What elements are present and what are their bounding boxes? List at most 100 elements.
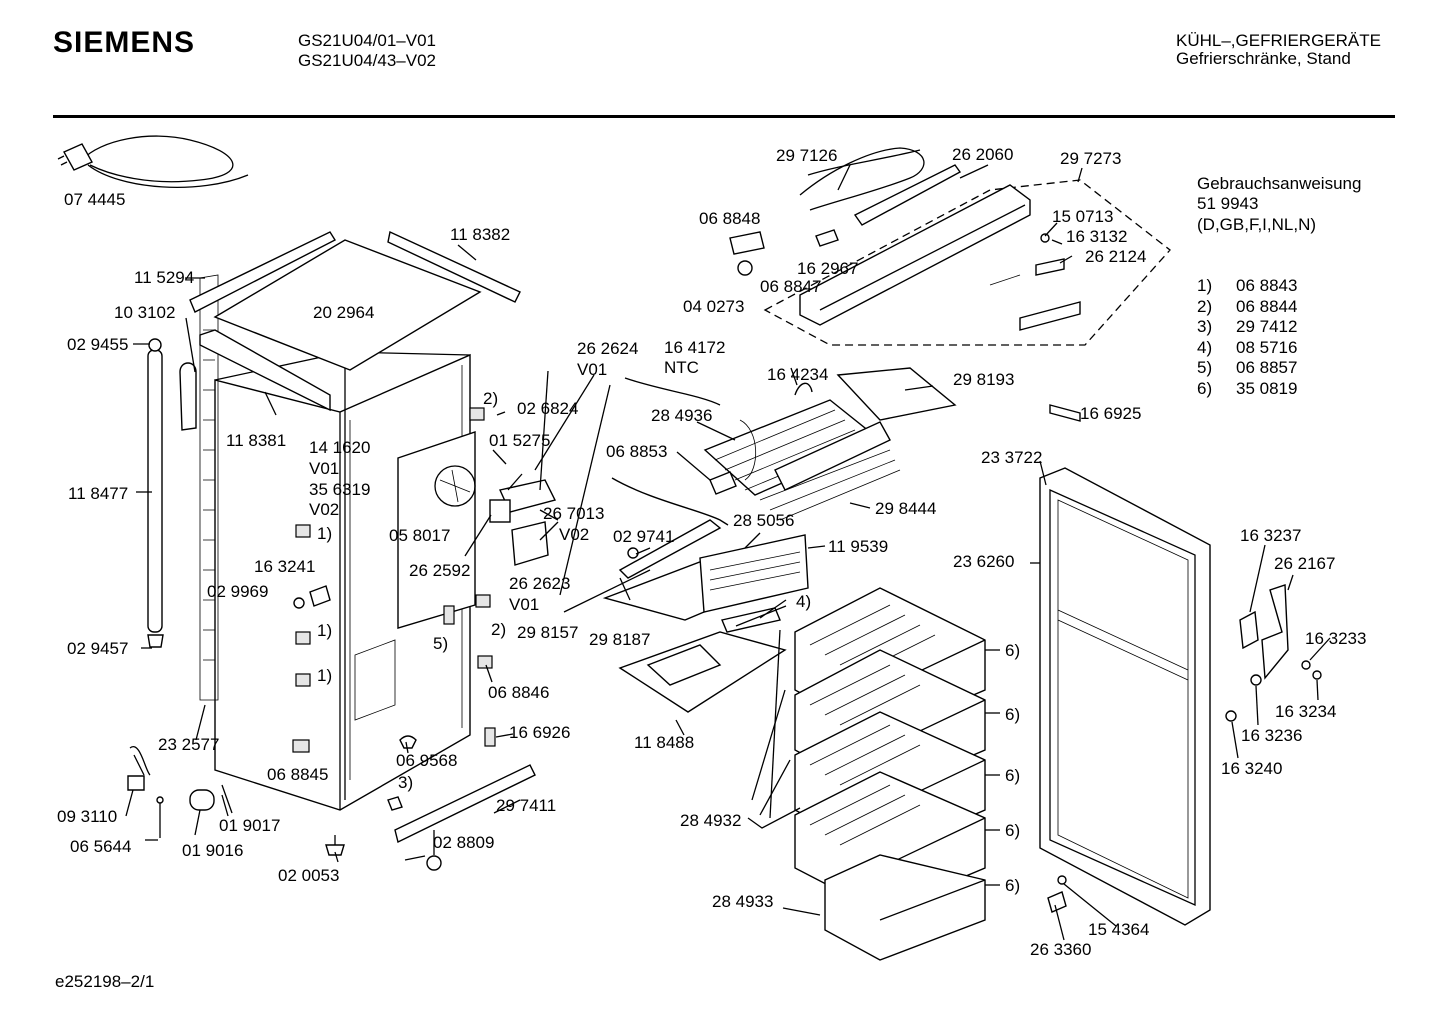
part-label: V01	[309, 459, 340, 478]
part-label: 23 3722	[981, 448, 1043, 467]
part-label: 16 3236	[1241, 726, 1303, 745]
part-label: 23 2577	[158, 735, 220, 754]
bottom-rail	[394, 764, 536, 871]
footnote-key: 3)	[1197, 317, 1213, 336]
part-label: 26 2167	[1274, 554, 1336, 573]
part-label: 09 3110	[57, 807, 118, 826]
part-label: 16 3234	[1275, 702, 1337, 721]
part-label: 16 6926	[509, 723, 571, 742]
part-label: 35 6319	[309, 480, 371, 499]
part-label: 06 8847	[760, 277, 822, 296]
part-label: 29 7126	[776, 146, 838, 165]
part-label: 16 3240	[1221, 759, 1283, 778]
part-label: 28 4933	[712, 892, 774, 911]
category-line-1: KÜHL–,GEFRIERGERÄTE	[1176, 31, 1381, 50]
hinge-parts	[1047, 584, 1322, 913]
part-label: 06 5644	[70, 837, 132, 856]
door-assembly	[1039, 404, 1211, 926]
part-label: 29 8193	[953, 370, 1015, 389]
part-label: 26 2060	[952, 145, 1014, 164]
part-label: V01	[509, 595, 540, 614]
model-line-1: GS21U04/01–V01	[298, 31, 436, 50]
part-label: 02 8809	[433, 833, 495, 852]
footnote-key: 4)	[1197, 338, 1213, 357]
footnote-ref: 6)	[1005, 705, 1021, 724]
part-label: 06 8845	[267, 765, 329, 784]
footnote-value: 06 8843	[1236, 276, 1298, 295]
manual-number: 51 9943	[1197, 194, 1259, 213]
part-label: 14 1620	[309, 438, 371, 457]
part-label: 04 0273	[683, 297, 745, 316]
part-label: 02 0053	[278, 866, 340, 885]
footnote-ref: 3)	[398, 773, 414, 792]
part-label: 26 2124	[1085, 247, 1147, 266]
part-label: 29 7411	[496, 796, 557, 815]
control-panel-group	[729, 147, 1171, 346]
part-label: V02	[559, 525, 590, 544]
footnote-value: 06 8844	[1236, 297, 1298, 316]
part-label: 02 6824	[517, 399, 579, 418]
part-label: 15 4364	[1088, 920, 1150, 939]
part-label: 16 6925	[1080, 404, 1142, 423]
part-label: NTC	[664, 358, 699, 377]
part-label: 06 8846	[488, 683, 550, 702]
part-label: 02 9457	[67, 639, 129, 658]
part-label: 01 9016	[182, 841, 244, 860]
part-label: 01 9017	[219, 816, 281, 835]
part-label: 06 9568	[396, 751, 458, 770]
part-label: V02	[309, 500, 340, 519]
brand-logo: SIEMENS	[53, 26, 196, 59]
manual-title: Gebrauchsanweisung	[1197, 174, 1362, 193]
part-label: 11 8382	[450, 225, 511, 244]
part-label: 29 8444	[875, 499, 937, 518]
footnote-ref: 4)	[796, 592, 812, 611]
part-label: 16 3132	[1066, 227, 1128, 246]
footnote-value: 35 0819	[1236, 379, 1298, 398]
power-cord	[57, 135, 249, 188]
part-label: 26 2592	[409, 561, 471, 580]
part-label: 28 5056	[733, 511, 795, 530]
part-label: 02 9969	[207, 582, 269, 601]
side-tubes	[147, 338, 197, 648]
part-label: 02 9455	[67, 335, 129, 354]
part-label: 11 8488	[634, 733, 695, 752]
manual-languages: (D,GB,F,I,NL,N)	[1197, 215, 1317, 234]
part-label: 16 2967	[797, 259, 859, 278]
footnote-ref: 6)	[1005, 821, 1021, 840]
part-label: 11 5294	[134, 268, 195, 287]
part-label: 16 4172	[664, 338, 726, 357]
part-label: 07 4445	[64, 190, 126, 209]
footnote-value: 29 7412	[1236, 317, 1298, 336]
part-label: 16 4234	[767, 365, 829, 384]
category-line-2: Gefrierschränke, Stand	[1176, 49, 1351, 68]
part-label: 06 8848	[699, 209, 761, 228]
footnote-ref: 1)	[317, 666, 333, 685]
footnote-ref: 5)	[433, 634, 449, 653]
part-label: 01 5275	[489, 431, 551, 450]
footnote-ref: 1)	[317, 524, 333, 543]
footnote-ref: 6)	[1005, 876, 1021, 895]
part-label: 29 7273	[1060, 149, 1122, 168]
part-label: 23 6260	[953, 552, 1015, 571]
part-label: 26 3360	[1030, 940, 1092, 959]
part-label: 29 8187	[589, 630, 651, 649]
part-label: 26 2623	[509, 574, 571, 593]
part-label: 28 4932	[680, 811, 742, 830]
part-label: V01	[577, 360, 608, 379]
part-label: 11 8381	[226, 431, 287, 450]
footnote-key: 6)	[1197, 379, 1213, 398]
footnote-ref: 2)	[483, 389, 499, 408]
part-label: 11 8477	[68, 484, 129, 503]
part-label: 29 8157	[517, 623, 579, 642]
footnote-ref: 1)	[317, 621, 333, 640]
part-label: 20 2964	[313, 303, 375, 322]
part-label: 06 8853	[606, 442, 668, 461]
part-label: 16 3233	[1305, 629, 1367, 648]
part-label: 15 0713	[1052, 207, 1114, 226]
part-label: 26 2624	[577, 339, 639, 358]
freezer-baskets	[794, 587, 986, 961]
evaporator-assembly	[611, 367, 957, 526]
footnote-key: 5)	[1197, 358, 1213, 377]
part-label: 11 9539	[828, 537, 889, 556]
